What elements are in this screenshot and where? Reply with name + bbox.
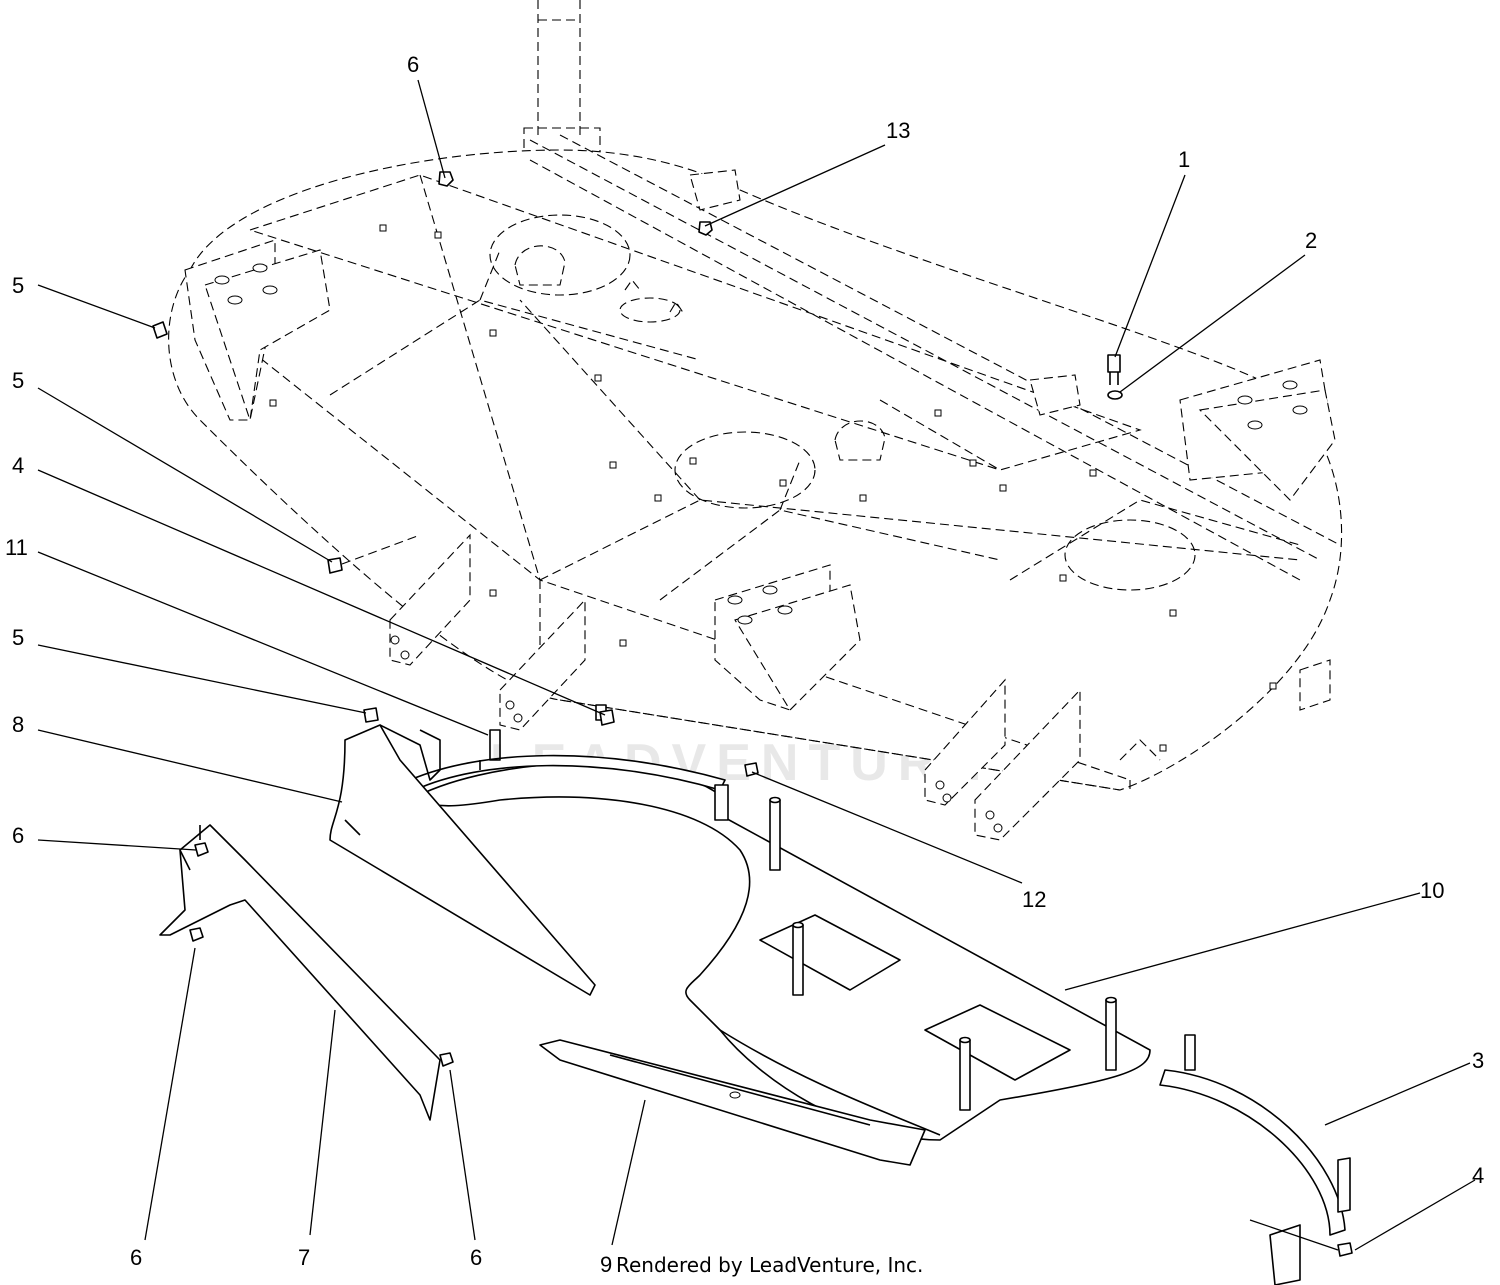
deck-hardware — [152, 171, 1123, 574]
callout-13: 13 — [886, 118, 910, 143]
leader-5-b — [37, 387, 333, 563]
leader-6-left — [37, 839, 197, 851]
deck-holes — [269, 224, 1277, 752]
callout-11: 11 — [5, 535, 28, 560]
bolt-5a-icon — [152, 321, 168, 339]
bolt-5c-icon — [363, 707, 379, 723]
callout-4-bottom: 4 — [1472, 1163, 1484, 1188]
leader-4-top — [37, 469, 606, 716]
leader-5-c — [37, 644, 367, 714]
callout-4-top: 4 — [12, 453, 24, 478]
baffle-assembly — [159, 704, 1353, 1285]
callout-5-b: 5 — [12, 368, 24, 393]
bolt-1-icon — [1107, 354, 1121, 373]
callout-10: 10 — [1420, 878, 1444, 903]
callout-2: 2 — [1305, 228, 1317, 253]
leader-11 — [37, 551, 489, 736]
callout-9: 9 — [600, 1252, 612, 1277]
nut-13-icon — [698, 221, 713, 236]
washer-2-icon — [1107, 390, 1123, 400]
callout-6-bottom-right: 6 — [470, 1245, 482, 1270]
leader-9 — [611, 1099, 646, 1246]
leader-6-bottom-left — [144, 947, 196, 1241]
nut-6-bottom-right-icon — [439, 1052, 454, 1067]
callout-labels: 6 13 1 2 5 5 4 11 5 8 6 12 10 3 4 6 7 6 … — [5, 52, 1484, 1277]
baffle-posts — [769, 796, 1117, 1111]
leader-7 — [309, 1009, 336, 1236]
leader-10 — [1064, 892, 1421, 991]
deck-handle-upright — [523, 0, 601, 161]
callout-6-bottom-left: 6 — [130, 1245, 142, 1270]
callout-5-c: 5 — [12, 625, 24, 650]
bolt-4-right-icon — [1337, 1242, 1353, 1257]
leader-4-bottom — [1354, 1179, 1476, 1251]
leader-12 — [751, 771, 1023, 884]
nut-6-left-icon — [194, 842, 209, 857]
leader-6-bottom-right — [449, 1069, 476, 1241]
nut-6-top-icon — [438, 171, 454, 187]
callout-6-left: 6 — [12, 823, 24, 848]
leader-2 — [1119, 254, 1306, 393]
leader-5-a — [37, 284, 156, 329]
leader-1 — [1114, 174, 1186, 358]
leader-8 — [37, 729, 343, 803]
callout-3: 3 — [1472, 1048, 1484, 1073]
bolt-4-top-icon — [599, 709, 615, 726]
leader-lines — [37, 79, 1476, 1251]
mower-deck-housing — [168, 134, 1343, 841]
callout-7: 7 — [298, 1245, 310, 1270]
leader-13 — [704, 144, 886, 227]
callout-12: 12 — [1022, 887, 1046, 912]
leader-6-top — [417, 79, 446, 179]
callout-8: 8 — [12, 712, 24, 737]
callout-6-top: 6 — [407, 52, 419, 77]
callout-5-a: 5 — [12, 273, 24, 298]
render-credit: Rendered by LeadVenture, Inc. — [616, 1253, 923, 1277]
callout-1: 1 — [1178, 147, 1190, 172]
leader-3 — [1324, 1062, 1471, 1126]
nut-6-bottom-left-icon — [189, 927, 204, 942]
